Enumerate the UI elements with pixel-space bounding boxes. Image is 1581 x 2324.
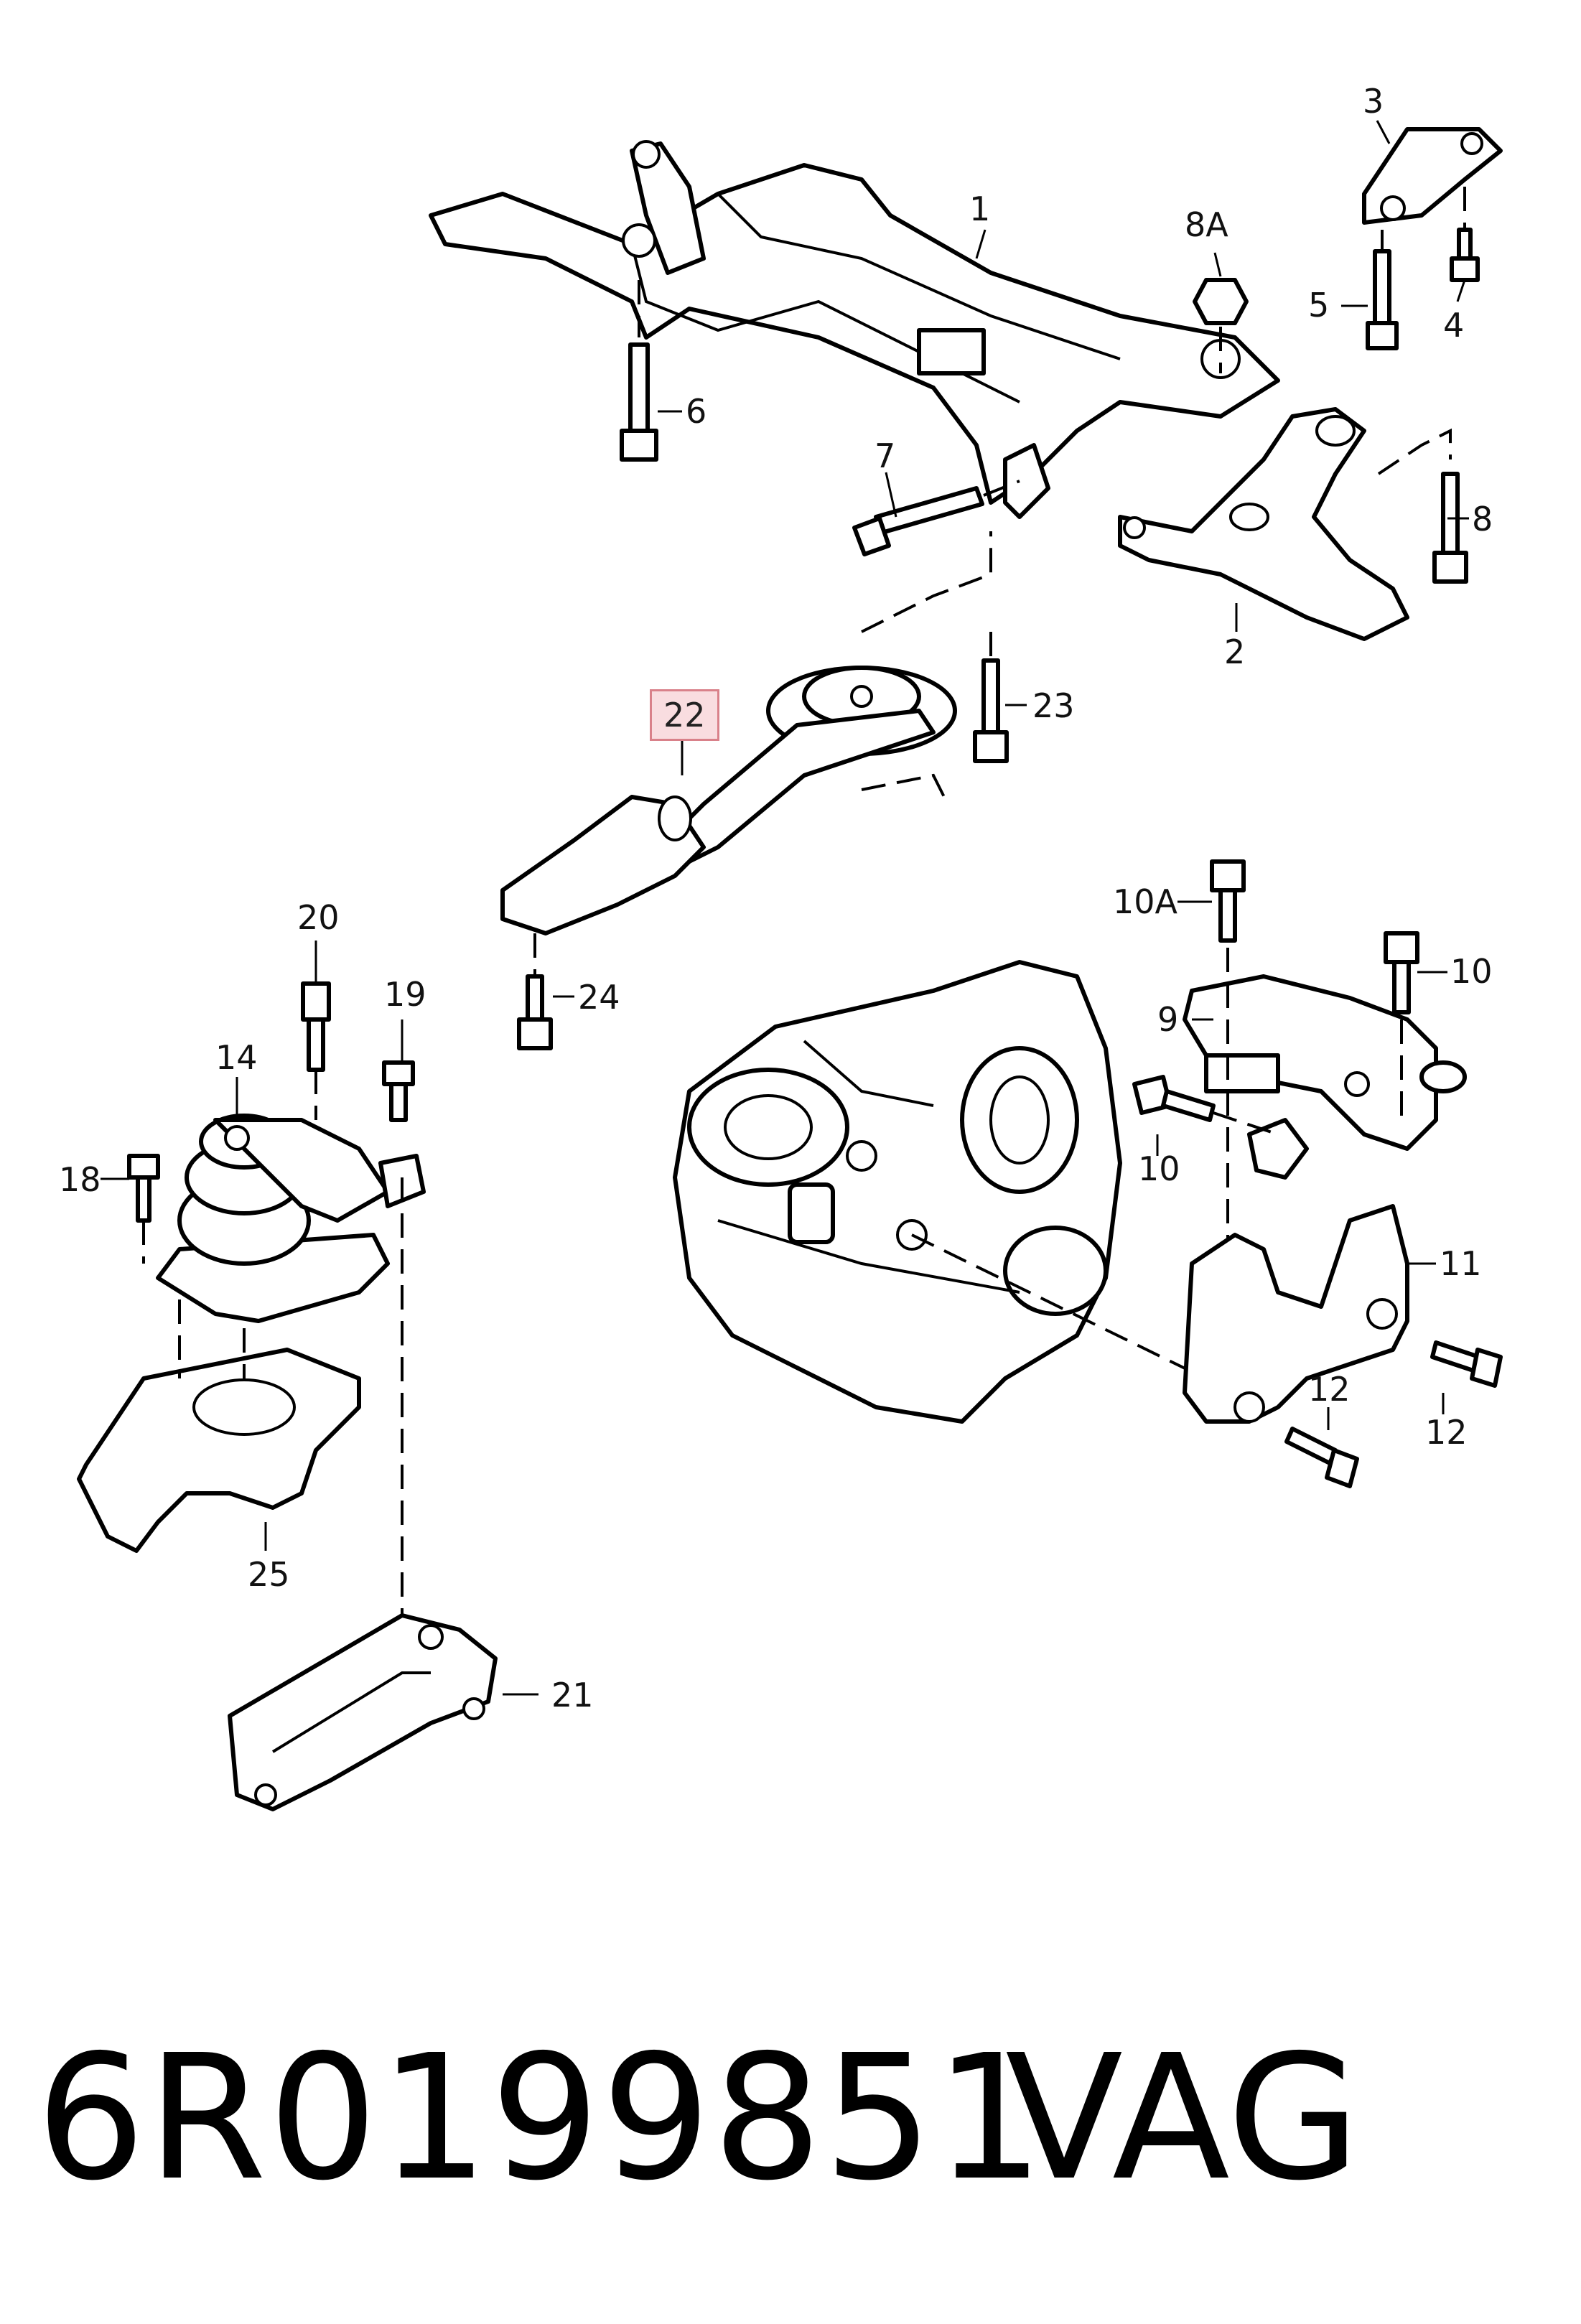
callout-24: 24 <box>578 978 620 1017</box>
callout-18: 18 <box>59 1160 101 1199</box>
callout-22: 22 <box>650 689 719 741</box>
callout-7: 7 <box>875 437 896 475</box>
torque-rod <box>500 531 992 935</box>
bolt-10-right <box>1384 931 1419 1120</box>
callout-8a: 8A <box>1185 205 1228 244</box>
bolt-23 <box>973 632 1009 763</box>
bolt-7 <box>852 480 1020 556</box>
callout-19: 19 <box>384 975 426 1014</box>
bolt-8 <box>1377 428 1468 584</box>
console <box>77 1299 361 1553</box>
callout-23: 23 <box>1032 686 1075 725</box>
control-arm <box>1118 407 1409 641</box>
callout-12-right: 12 <box>1425 1413 1468 1452</box>
bolt-12-bottom <box>1284 1427 1359 1488</box>
callout-2: 2 <box>1224 633 1246 671</box>
bracket-21 <box>228 1613 498 1811</box>
gearbox <box>673 960 1236 1424</box>
callout-21: 21 <box>551 1676 594 1714</box>
bolt-6 <box>620 280 658 462</box>
bolt-12-right <box>1430 1340 1503 1388</box>
bolt-10a <box>1210 859 1246 1264</box>
callout-6: 6 <box>686 392 707 431</box>
callout-25: 25 <box>248 1555 290 1594</box>
bolt-20 <box>301 981 331 1120</box>
bracket-3 <box>1362 127 1503 225</box>
gearbox-mount <box>1183 974 1467 1180</box>
exploded-parts-diagram <box>77 120 1503 1811</box>
callout-10a: 10A <box>1113 882 1178 921</box>
brand-name: VAG <box>1005 2017 1361 2218</box>
callout-10-left: 10 <box>1138 1149 1180 1188</box>
bolt-24 <box>517 933 553 1050</box>
callout-9: 9 <box>1157 1000 1179 1039</box>
callout-1: 1 <box>969 190 991 228</box>
bolt-4 <box>1450 187 1480 282</box>
bracket-11 <box>1183 1204 1409 1424</box>
callout-3: 3 <box>1363 82 1384 121</box>
nut-8a <box>1193 278 1249 373</box>
bolt-19 <box>382 1060 415 1623</box>
bolt-18 <box>127 1154 160 1264</box>
callout-5: 5 <box>1308 286 1330 325</box>
callout-12-top: 12 <box>1308 1370 1351 1409</box>
bolt-5 <box>1366 230 1399 350</box>
part-number: 6R0199851 <box>36 2017 1046 2218</box>
callout-4: 4 <box>1443 306 1465 345</box>
callout-14: 14 <box>215 1038 258 1077</box>
bolt-10-left <box>1132 1075 1279 1136</box>
engine-mount <box>156 1114 426 1323</box>
callout-11: 11 <box>1440 1244 1482 1283</box>
callout-10-right: 10 <box>1450 952 1493 991</box>
subframe <box>429 140 1280 519</box>
leader-lines <box>101 120 1469 1696</box>
callout-20: 20 <box>297 898 340 937</box>
callout-8: 8 <box>1472 500 1493 538</box>
